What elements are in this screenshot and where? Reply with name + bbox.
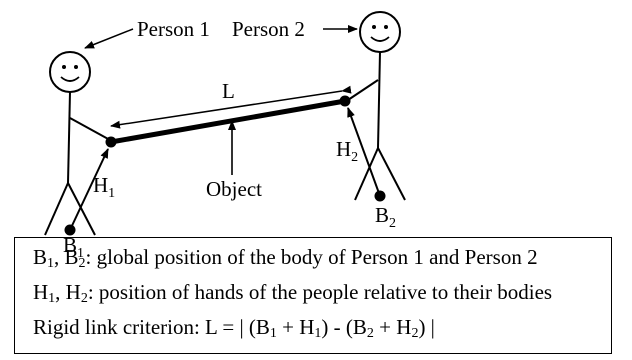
person-1-label-arrow [84, 28, 134, 49]
person-2-label: Person 2 [232, 17, 305, 41]
h2-vector-arrow [347, 107, 381, 197]
person-1-body [67, 91, 71, 184]
legend-line-hand-positions: H1, H2: position of hands of the people … [33, 280, 553, 306]
object-label: Object [206, 177, 262, 201]
person-2-right-eye [384, 25, 388, 29]
body-1-label: B1 [63, 233, 84, 261]
person-1-left-eye [62, 65, 66, 69]
person-2-head [359, 11, 401, 53]
person-2-left-eye [372, 25, 376, 29]
person-1-head [49, 51, 91, 93]
link-length-arrow [110, 85, 352, 129]
person-1-label: Person 1 [137, 17, 210, 41]
person-1-right-eye [74, 65, 78, 69]
h1-vector-arrow [69, 148, 109, 231]
hand-1-label: H1 [93, 173, 115, 201]
person-2-smile [370, 36, 390, 42]
body-2-label: B2 [375, 203, 396, 231]
legend-box: B1, B2: global position of the body of P… [14, 237, 612, 354]
person-2-left-leg [354, 147, 379, 201]
person-1-arm [69, 117, 111, 141]
person-2-figure [344, 11, 406, 202]
person-1-smile [60, 76, 80, 82]
hand-2-point [339, 95, 351, 107]
person-2-body [377, 51, 381, 149]
legend-line-rigid-link-criterion: Rigid link criterion: L = | (B1 + H1) - … [33, 315, 435, 341]
person-1-left-leg [44, 182, 69, 236]
person-1-right-leg [67, 182, 96, 236]
legend-line-body-positions: B1, B2: global position of the body of P… [33, 245, 538, 271]
object-rod [110, 98, 346, 145]
link-length-label: L [222, 79, 235, 103]
person-1-figure [44, 51, 111, 236]
hand-1-point [105, 136, 117, 148]
hand-2-label: H2 [336, 137, 358, 165]
person-2-right-leg [377, 147, 406, 201]
